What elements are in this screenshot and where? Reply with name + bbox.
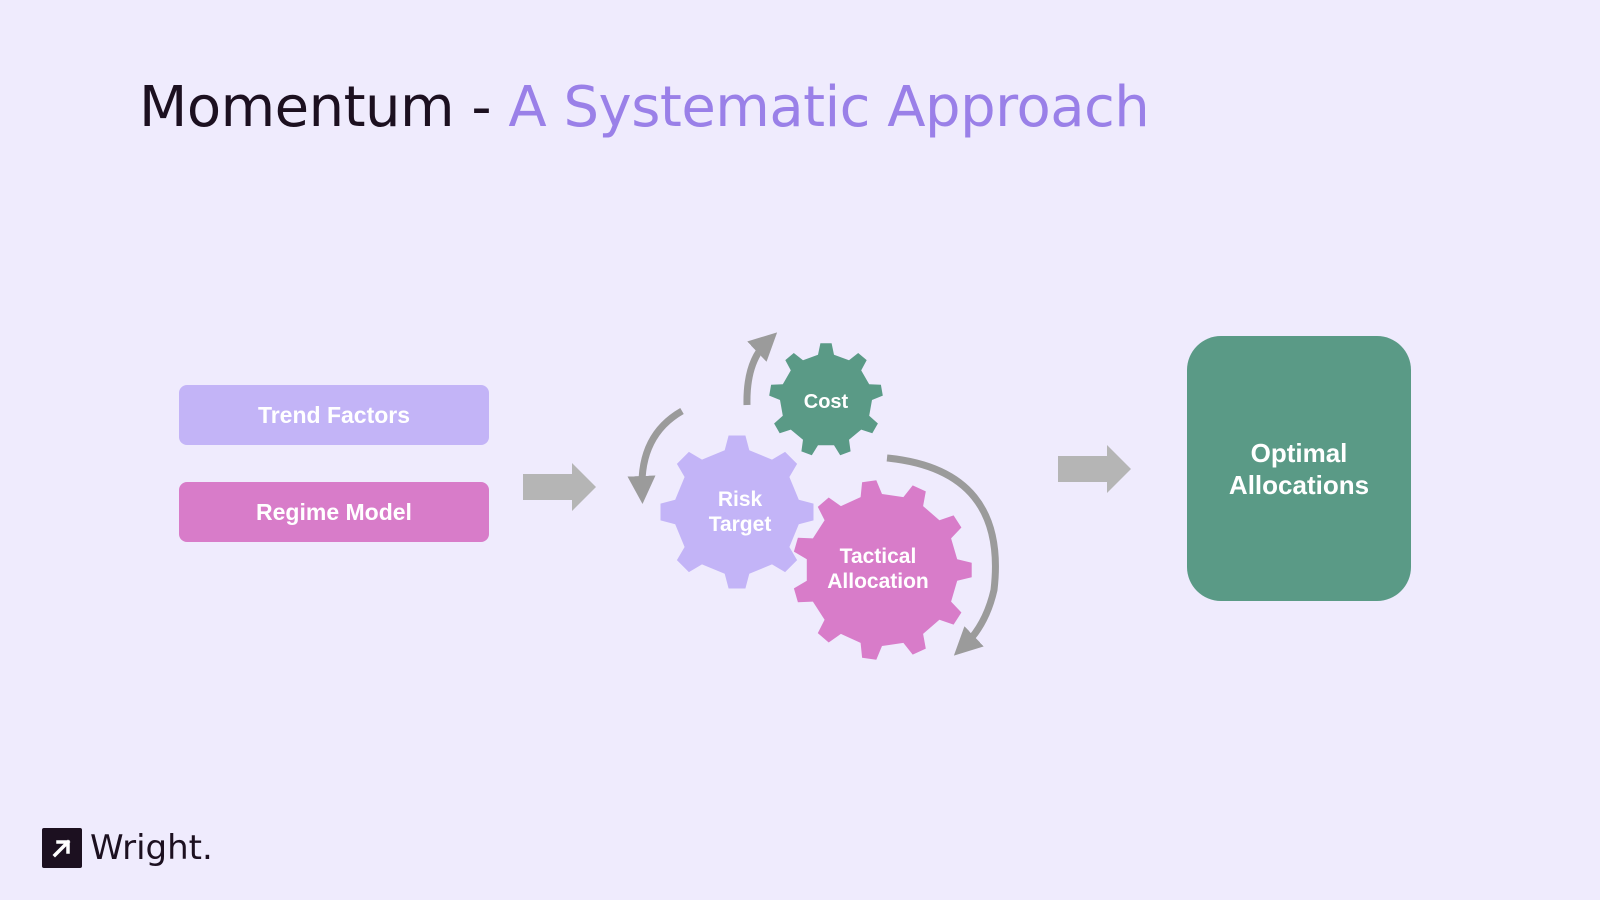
regime-model-label: Regime Model — [256, 498, 412, 525]
title-main: Momentum — [139, 75, 455, 140]
regime-model-box: Regime Model — [179, 482, 489, 542]
gear-cost: Cost — [769, 343, 883, 456]
gear-risk-target-line1: Risk — [718, 488, 763, 511]
curved-arrow-top-icon — [743, 332, 778, 406]
page-title: Momentum - A Systematic Approach — [139, 72, 1150, 144]
gear-tactical-allocation-line2: Allocation — [827, 570, 929, 593]
gear-risk-target-icon — [660, 435, 814, 589]
gear-tactical-allocation-icon — [793, 480, 972, 660]
gear-tactical-allocation-line1: Tactical — [840, 545, 917, 568]
gear-tactical-allocation: Tactical Allocation — [793, 480, 972, 660]
optimal-allocations-label: Optimal Allocations — [1228, 437, 1370, 500]
title-accent: A Systematic Approach — [508, 75, 1150, 140]
input-arrow-icon — [523, 463, 596, 511]
trend-factors-label: Trend Factors — [257, 401, 411, 428]
gear-risk-target: Risk Target — [660, 435, 814, 589]
brand-logo: Wright. — [42, 828, 213, 868]
output-arrow-icon — [1058, 445, 1131, 493]
gear-cost-label: Cost — [804, 391, 849, 413]
trend-factors-box: Trend Factors — [179, 385, 489, 445]
gear-risk-target-line2: Target — [709, 513, 772, 536]
arrow-up-right-icon — [42, 828, 82, 868]
gear-cost-icon — [769, 343, 883, 456]
curved-arrow-right-icon — [886, 454, 999, 656]
title-separator: - — [454, 75, 509, 140]
curved-arrow-left-icon — [627, 407, 684, 504]
brand-name: Wright. — [90, 828, 213, 868]
optimal-allocations-box: Optimal Allocations — [1187, 336, 1411, 601]
